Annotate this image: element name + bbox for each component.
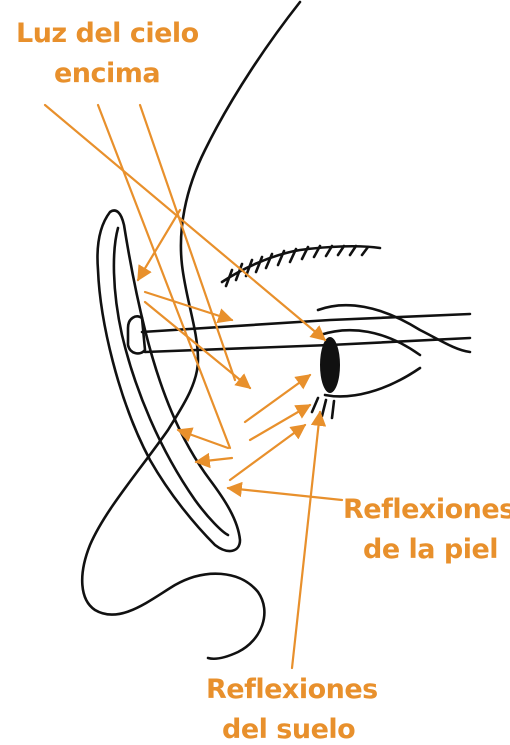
label-ground-line2: del suelo (222, 714, 355, 745)
sky-ray-to-frame (138, 210, 180, 280)
sky-ray-long (98, 105, 230, 448)
eye-lashes (320, 337, 340, 393)
glasses-arm-bottom (145, 338, 470, 352)
ground-pointer (292, 412, 320, 668)
skin-label-pointer (228, 488, 342, 500)
visor-inner (114, 228, 228, 535)
label-skin-line2: de la piel (363, 534, 498, 565)
eye-lashes-lower (312, 398, 334, 418)
label-sky-line1: Luz del cielo (16, 18, 199, 49)
label-ground-line1: Reflexiones (206, 674, 378, 705)
label-skin-line1: Reflexiones (343, 494, 510, 525)
skin-reflect-3 (245, 375, 310, 422)
eyebrow-hatch (226, 246, 368, 286)
skin-reflect-2 (196, 458, 232, 462)
label-sky-line2: encima (54, 58, 160, 89)
face-profile (82, 2, 300, 659)
visor-frame (98, 211, 241, 552)
skin-reflect-5 (230, 425, 305, 480)
skin-reflect-4 (250, 405, 310, 440)
hinge (128, 316, 145, 353)
reflect-ray-2 (145, 302, 250, 388)
